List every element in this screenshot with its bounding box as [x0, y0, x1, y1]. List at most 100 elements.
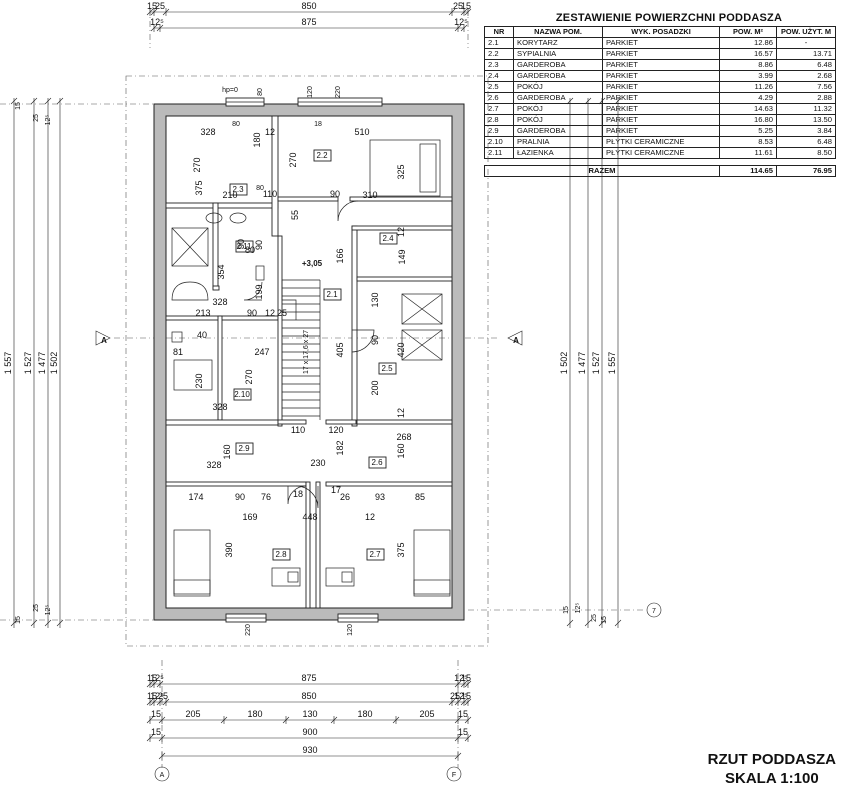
dim-line: [150, 698, 158, 706]
dim-line: [614, 97, 622, 105]
overall-dim: 25: [155, 1, 165, 11]
small-dim: 15: [601, 616, 608, 624]
dim-line: [460, 680, 468, 688]
room-dim: 160: [396, 443, 406, 458]
dim-line: [158, 716, 166, 724]
dim-line: [566, 619, 574, 627]
overall-dim: 1 502: [559, 352, 569, 375]
room-dim: 130: [370, 292, 380, 307]
small-dim: 12⁵: [45, 115, 52, 126]
dim-line: [454, 24, 462, 32]
dim-line: [448, 8, 456, 16]
room-dim: 90: [254, 240, 264, 250]
interior-wall: [356, 276, 453, 282]
room-dim: 110: [291, 425, 305, 435]
overall-dim: 1 557: [607, 352, 617, 375]
room-number: 2.8: [275, 550, 287, 559]
door-swing: [287, 485, 307, 505]
room-dim: 17: [331, 485, 341, 495]
sill-label: 220: [245, 624, 252, 636]
roof-outline: [125, 75, 489, 647]
overall-dim: 12⁵: [150, 673, 164, 683]
room-number: 2.7: [369, 550, 381, 559]
sill-label: hp=0: [222, 87, 238, 94]
small-dim: 25: [591, 614, 598, 622]
room-dim: 328: [206, 460, 221, 470]
dim-line: [44, 619, 52, 627]
dim-line: [464, 680, 472, 688]
wardrobe-x: [401, 329, 443, 361]
room-dim: 160: [222, 444, 232, 459]
single-bed-left: [173, 529, 211, 597]
overall-dim: 12⁵: [150, 17, 164, 27]
room-dim: 270: [192, 157, 202, 172]
sill-label: 18: [314, 121, 322, 128]
interior-wall: [277, 196, 339, 202]
overall-dim: 1 477: [37, 352, 47, 375]
overall-dim: 1 557: [3, 352, 13, 375]
dim-line: [146, 698, 154, 706]
dim-line: [30, 97, 38, 105]
room-number: 2.3: [232, 185, 244, 194]
room-dim: 12: [396, 227, 406, 237]
level-mark: +3,05: [302, 259, 323, 268]
axis-label: 7: [652, 608, 656, 615]
interior-wall: [277, 235, 283, 427]
interior-wall: [351, 225, 453, 231]
room-dim: 12: [365, 512, 375, 522]
room-dim: 270: [288, 152, 298, 167]
dim-line: [10, 97, 18, 105]
desk-left: [271, 567, 301, 587]
dim-line: [464, 734, 472, 742]
overall-dim: 850: [301, 1, 316, 11]
room-dim: 405: [335, 342, 345, 357]
room-dim: 390: [224, 542, 234, 557]
toilet: [255, 265, 265, 281]
room-dim: 230: [310, 458, 325, 468]
overall-dim: 25: [450, 691, 460, 701]
dim-line: [146, 716, 154, 724]
overall-dim: 180: [357, 709, 372, 719]
overall-dim: 130: [302, 709, 317, 719]
room-tag: [235, 442, 254, 455]
dim-line: [146, 734, 154, 742]
room-number: 2.1: [326, 290, 338, 299]
room-dim: 310: [362, 190, 377, 200]
dim-line: [162, 698, 170, 706]
door-swing: [337, 200, 359, 222]
room-dim: 199: [254, 284, 264, 299]
room-dim: 180: [252, 132, 262, 147]
overall-dim: 12⁵: [454, 673, 468, 683]
room-dim: 90: [330, 189, 340, 199]
dim-line: [584, 619, 592, 627]
overall-dim: 15: [461, 673, 471, 683]
dim-line: [460, 24, 468, 32]
desk-right: [325, 567, 355, 587]
overall-dim: 12⁵: [454, 17, 468, 27]
washbasin: [205, 212, 223, 224]
room-dim: 354: [216, 264, 226, 279]
interior-wall: [356, 419, 453, 425]
interior-wall: [349, 196, 453, 202]
small-dim: 15: [15, 102, 22, 110]
wardrobe: [401, 293, 443, 325]
total-usable: 76.95: [776, 165, 836, 177]
room-dim: 12: [396, 408, 406, 418]
axis-bubble: [446, 766, 462, 782]
overall-dim: 12⁵: [150, 691, 164, 701]
door-swing: [243, 281, 263, 301]
interior-wall: [325, 481, 453, 487]
room-dim: 210: [222, 190, 237, 200]
interior-wall: [165, 419, 279, 426]
small-dim: 15: [15, 616, 22, 624]
overall-dim: 875: [301, 673, 316, 683]
room-tag: [313, 149, 332, 162]
room-dim: 328: [212, 402, 227, 412]
dim-line: [220, 716, 228, 724]
dim-line: [150, 24, 158, 32]
room-number: 2.9: [238, 444, 250, 453]
